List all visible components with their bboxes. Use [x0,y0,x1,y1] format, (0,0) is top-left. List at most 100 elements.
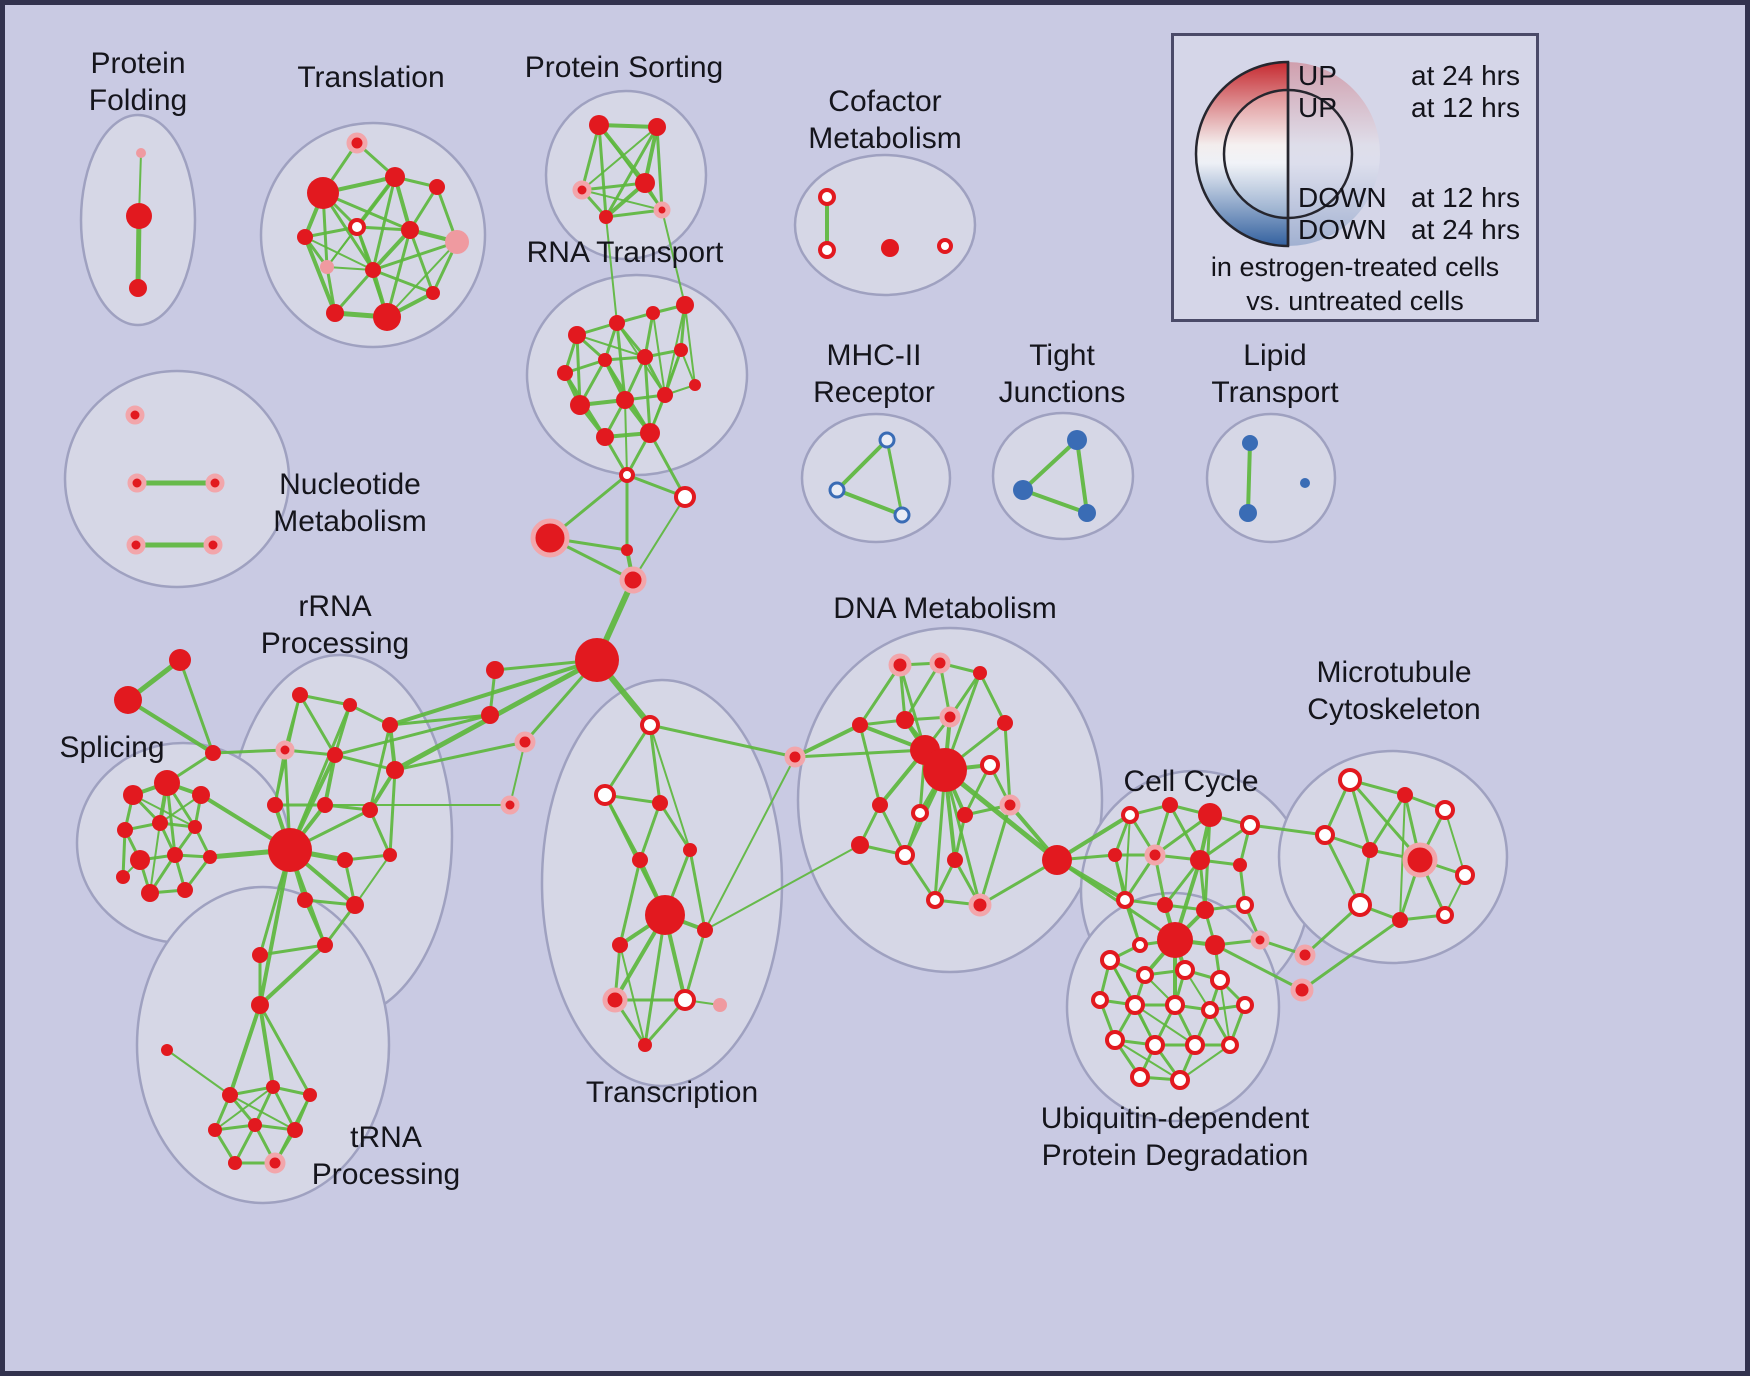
gene-node-up[interactable] [640,423,660,443]
gene-node-up[interactable] [486,661,504,679]
gene-node-up[interactable] [365,262,381,278]
gene-node-ring[interactable] [1125,995,1145,1015]
gene-node-up[interactable] [154,770,180,796]
gene-node-up[interactable] [130,850,150,870]
gene-node-up-halo[interactable] [999,794,1021,816]
gene-node-ring[interactable] [1348,893,1372,917]
gene-node-ring[interactable] [1201,1001,1219,1019]
gene-node-up[interactable] [638,1038,652,1052]
gene-node-up[interactable] [1233,858,1247,872]
gene-node-up-faint[interactable] [136,148,146,158]
gene-node-ring[interactable] [1236,996,1254,1014]
gene-node-up[interactable] [851,836,869,854]
gene-node-up[interactable] [252,947,268,963]
gene-node-up-halo[interactable] [125,405,145,425]
gene-node-up[interactable] [557,365,573,381]
gene-node-down[interactable] [1078,504,1096,522]
gene-node-ring[interactable] [818,188,836,206]
gene-node-up-halo[interactable] [968,893,992,917]
gene-node-ring[interactable] [1121,806,1139,824]
gene-node-up[interactable] [957,807,973,823]
gene-node-up[interactable] [326,304,344,322]
gene-node-up-halo[interactable] [126,535,146,555]
gene-node-up[interactable] [188,820,202,834]
gene-node-ring[interactable] [1455,865,1475,885]
gene-node-ring[interactable] [1240,815,1260,835]
gene-node-up[interactable] [268,828,312,872]
gene-node-ring[interactable] [818,241,836,259]
gene-node-up[interactable] [161,1044,173,1056]
gene-node-up[interactable] [346,896,364,914]
gene-node-up[interactable] [317,797,333,813]
gene-node-up-halo[interactable] [514,731,536,753]
gene-node-up[interactable] [116,870,130,884]
gene-node-up[interactable] [205,745,221,761]
gene-node-up-halo[interactable] [127,473,147,493]
gene-node-down[interactable] [1242,435,1258,451]
gene-node-ring[interactable] [1210,970,1230,990]
gene-node-ring[interactable] [594,784,616,806]
gene-node-ring[interactable] [1170,1070,1190,1090]
gene-node-up-halo[interactable] [264,1152,286,1174]
gene-node-up-halo[interactable] [205,473,225,493]
gene-node-up[interactable] [327,747,343,763]
gene-node-up[interactable] [266,1080,280,1094]
gene-node-down-ring[interactable] [893,506,911,524]
gene-node-ring[interactable] [980,755,1000,775]
gene-node-up[interactable] [292,687,308,703]
gene-node-down[interactable] [1300,478,1310,488]
gene-node-up[interactable] [251,996,269,1014]
gene-node-up[interactable] [674,343,688,357]
gene-node-up[interactable] [997,715,1013,731]
gene-node-up[interactable] [1157,922,1193,958]
gene-node-up-halo[interactable] [1290,978,1314,1002]
gene-node-up-halo[interactable] [275,740,295,760]
gene-node-up-halo[interactable] [203,535,223,555]
gene-node-up[interactable] [1162,797,1178,813]
gene-node-up[interactable] [635,173,655,193]
gene-node-up[interactable] [609,315,625,331]
gene-node-ring[interactable] [1165,995,1185,1015]
gene-node-ring[interactable] [926,891,944,909]
gene-node-ring[interactable] [674,989,696,1011]
gene-node-ring[interactable] [911,804,929,822]
gene-node-up[interactable] [1108,848,1122,862]
gene-node-ring[interactable] [348,218,366,236]
gene-node-up[interactable] [123,785,143,805]
gene-node-up-halo[interactable] [939,706,961,728]
gene-node-up[interactable] [267,797,283,813]
gene-node-up[interactable] [683,843,697,857]
gene-node-up[interactable] [481,706,499,724]
gene-node-up[interactable] [117,822,133,838]
gene-node-up[interactable] [337,852,353,868]
gene-node-up[interactable] [401,221,419,239]
gene-node-up[interactable] [426,286,440,300]
gene-node-up[interactable] [896,711,914,729]
gene-node-up[interactable] [1397,787,1413,803]
gene-node-ring[interactable] [1221,1036,1239,1054]
gene-node-up[interactable] [645,895,685,935]
gene-node-ring[interactable] [895,845,915,865]
gene-node-ring[interactable] [1338,768,1362,792]
gene-node-up[interactable] [429,179,445,195]
gene-node-up[interactable] [1205,935,1225,955]
gene-node-ring[interactable] [1236,896,1254,914]
gene-node-up-halo[interactable] [653,201,671,219]
gene-node-up[interactable] [203,850,217,864]
gene-node-up[interactable] [297,229,313,245]
gene-node-up-halo[interactable] [784,746,806,768]
gene-node-up[interactable] [575,638,619,682]
gene-node-up[interactable] [382,717,398,733]
gene-node-up[interactable] [1362,842,1378,858]
gene-node-up[interactable] [248,1118,262,1132]
gene-node-up[interactable] [208,1123,222,1137]
gene-node-up[interactable] [373,303,401,331]
gene-node-up[interactable] [222,1087,238,1103]
gene-node-ring[interactable] [1100,950,1120,970]
gene-node-up[interactable] [1392,912,1408,928]
gene-node-up[interactable] [141,884,159,902]
gene-node-up[interactable] [126,203,152,229]
gene-node-ring[interactable] [1130,1067,1150,1087]
gene-node-ring[interactable] [640,715,660,735]
gene-node-up[interactable] [1157,897,1173,913]
